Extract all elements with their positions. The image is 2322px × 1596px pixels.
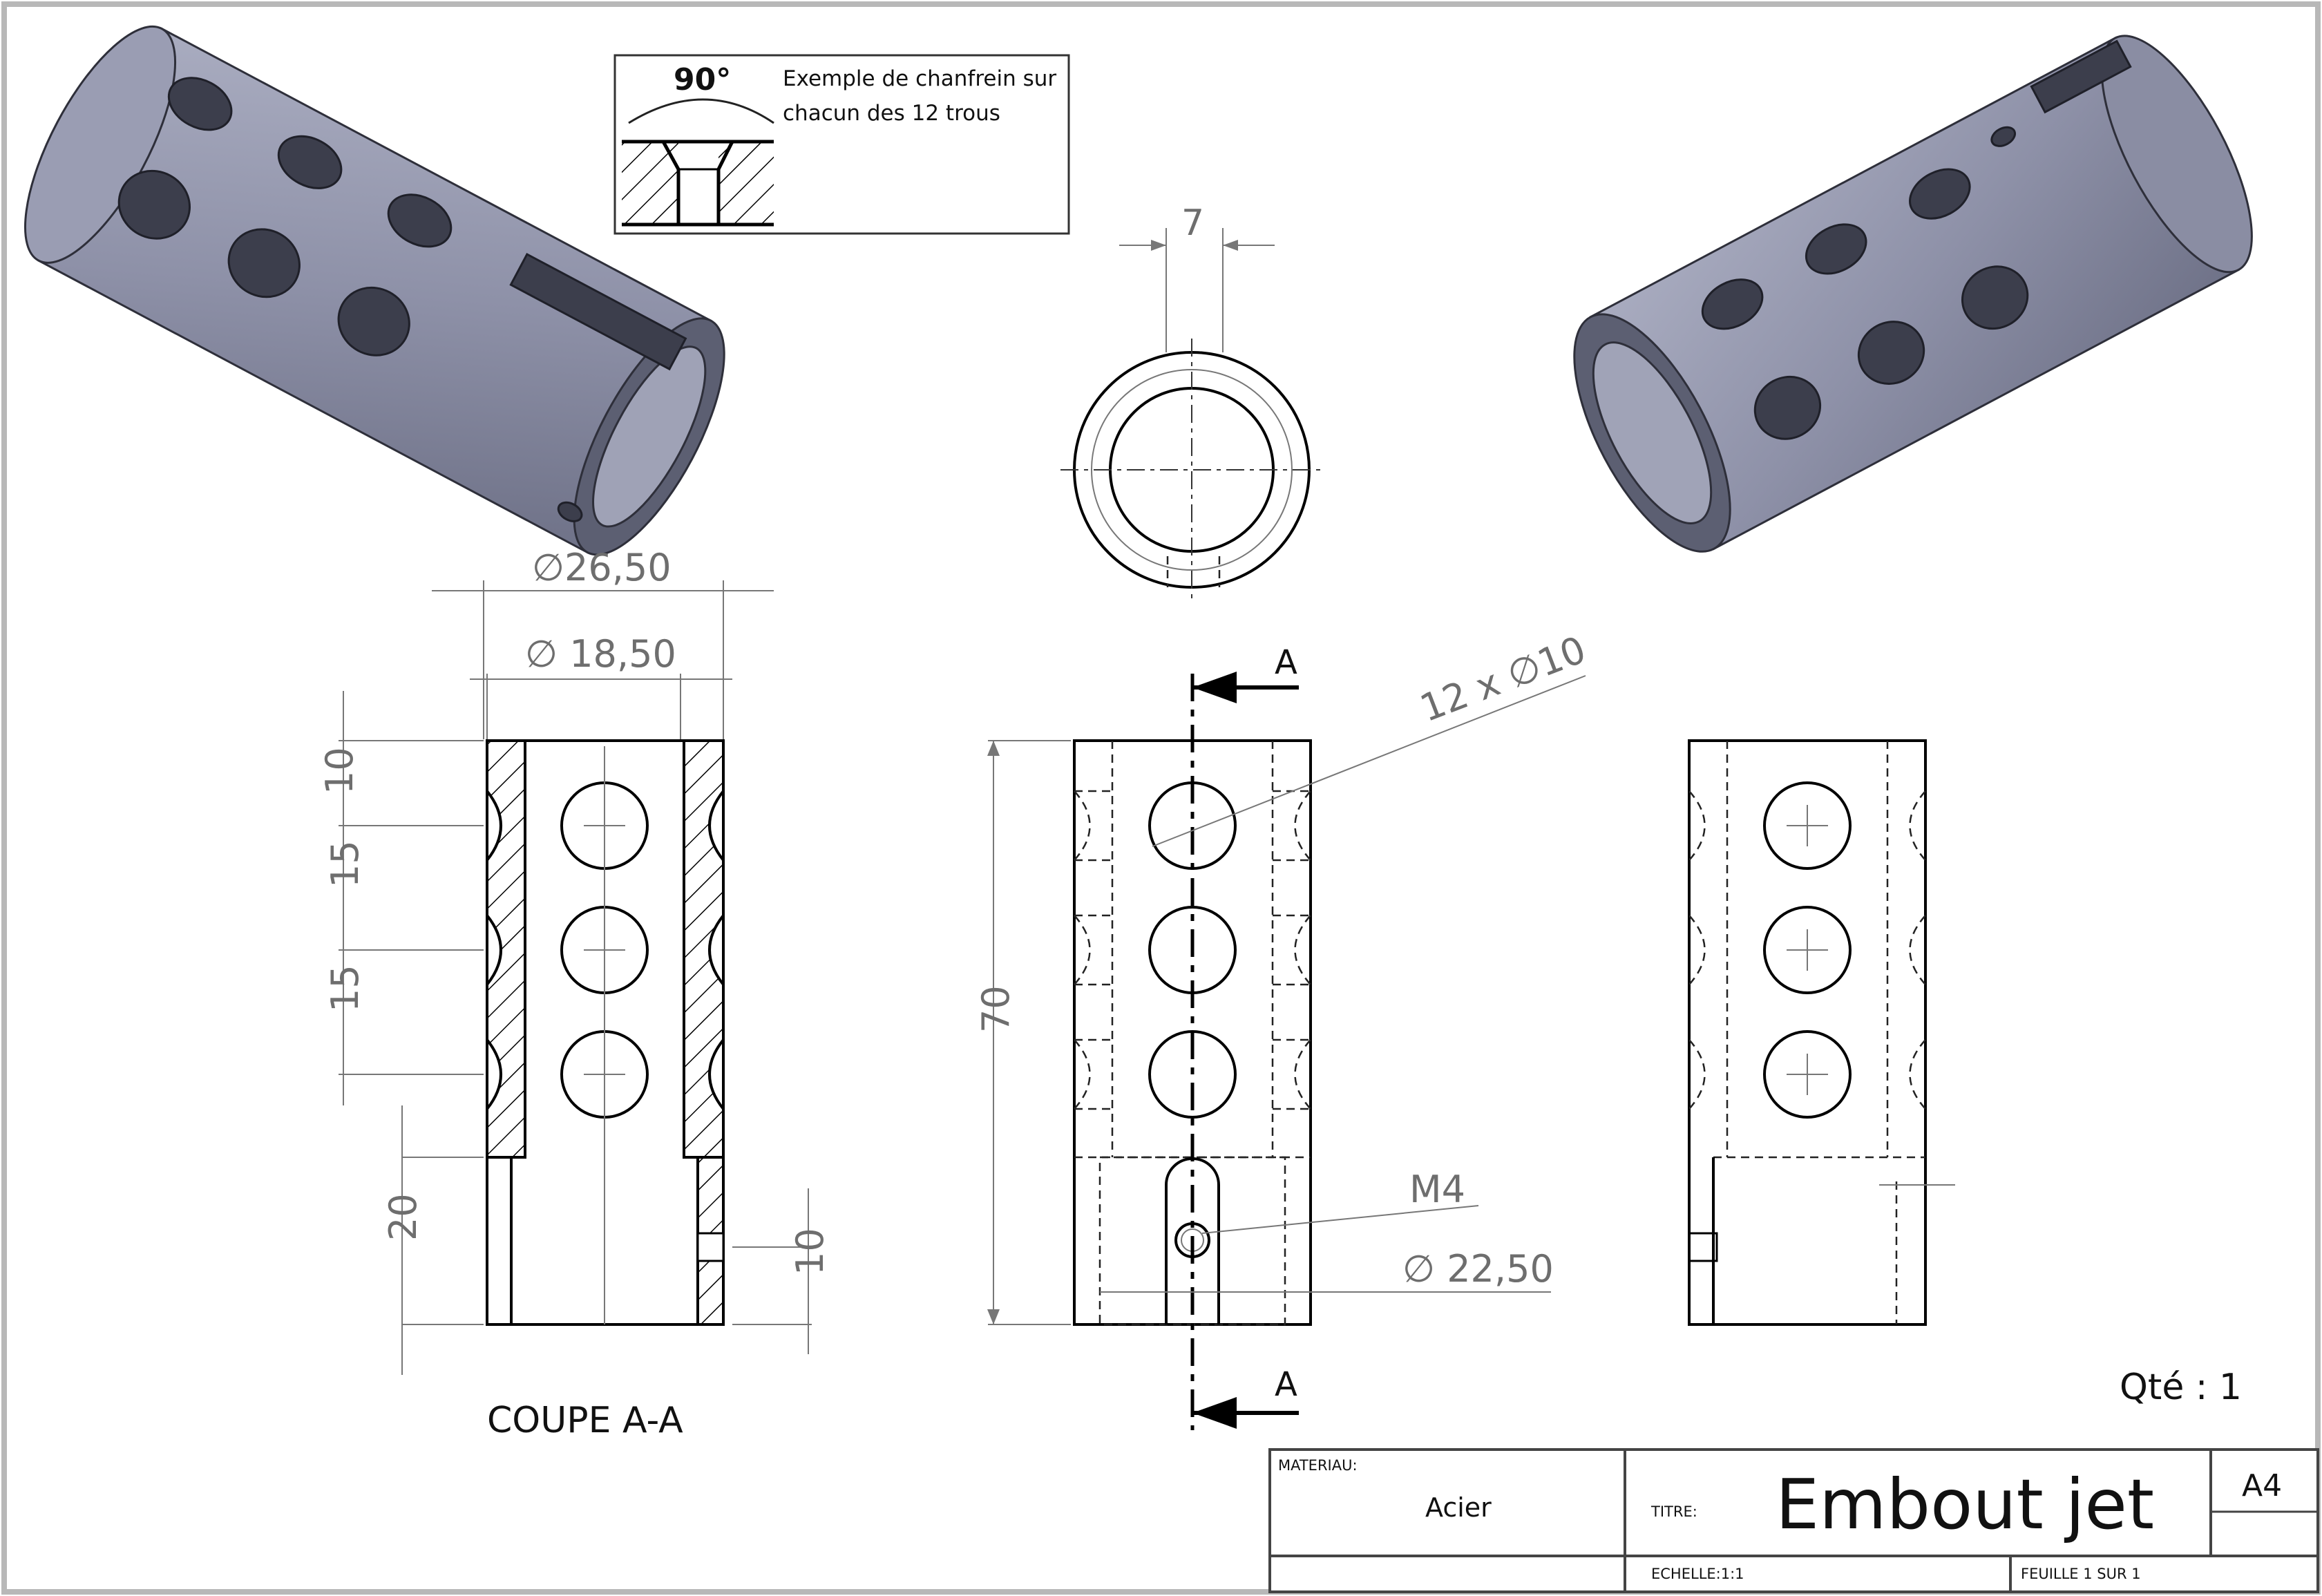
section-view-a-a: ∅26,50 ∅ 18,50 10 15 15 20 10 COUPE A-A	[318, 546, 832, 1441]
section-arrow-bottom: A	[1192, 1365, 1299, 1429]
dimension-outer-diameter: ∅26,50	[532, 546, 672, 589]
chamfer-angle: 90°	[674, 62, 731, 97]
dimension-total-length: 70	[974, 985, 1018, 1033]
title-block: MATERIAU: Acier TITRE: Embout jet A4 ECH…	[1268, 1448, 2319, 1593]
section-label-top: A	[1275, 643, 1297, 682]
dimension-thread-height: 10	[788, 1228, 832, 1275]
scale-value: ECHELLE:1:1	[1651, 1566, 1744, 1582]
dimension-pitch-third: 15	[323, 965, 367, 1012]
chamfer-angle-arc	[628, 98, 774, 124]
dimension-pitch-second: 15	[323, 840, 367, 888]
chamfer-hatch-right	[719, 142, 774, 225]
end-view: 7	[1060, 202, 1323, 601]
quantity-label: Qté : 1	[2120, 1367, 2242, 1408]
front-view: A A 70 12 x ∅10 M4 ∅ 22,50	[974, 627, 1592, 1430]
chamfer-note-line1: Exemple de chanfrein sur	[783, 66, 1056, 91]
material-value: Acier	[1425, 1492, 1492, 1523]
isometric-view-left	[23, 25, 725, 556]
dimension-bore-depth: 20	[381, 1193, 425, 1241]
format-value: A4	[2242, 1468, 2282, 1503]
dimension-thread: M4	[1409, 1168, 1465, 1211]
section-arrow-top: A	[1192, 643, 1299, 703]
chamfer-note-line2: chacun des 12 trous	[783, 101, 1000, 126]
dimension-holes-callout: 12 x ∅10	[1414, 627, 1592, 730]
dimension-top-width: 7	[1181, 202, 1204, 244]
material-label: MATERIAU:	[1278, 1457, 1358, 1474]
section-label-bottom: A	[1275, 1365, 1297, 1404]
side-view	[1688, 739, 1955, 1326]
title-label: TITRE:	[1650, 1503, 1697, 1520]
section-title: COUPE A-A	[487, 1400, 683, 1441]
dimension-pitch-first: 10	[318, 747, 361, 795]
dimension-inner-diameter: ∅ 18,50	[525, 632, 676, 676]
chamfer-note-box: 90° Exemple de chanfrein sur chacun des …	[613, 54, 1070, 235]
title-value: Embout jet	[1776, 1464, 2154, 1545]
sheet-number: FEUILLE 1 SUR 1	[2021, 1566, 2141, 1582]
dimension-slot-diameter: ∅ 22,50	[1402, 1247, 1554, 1291]
isometric-view-right	[1573, 35, 2253, 553]
